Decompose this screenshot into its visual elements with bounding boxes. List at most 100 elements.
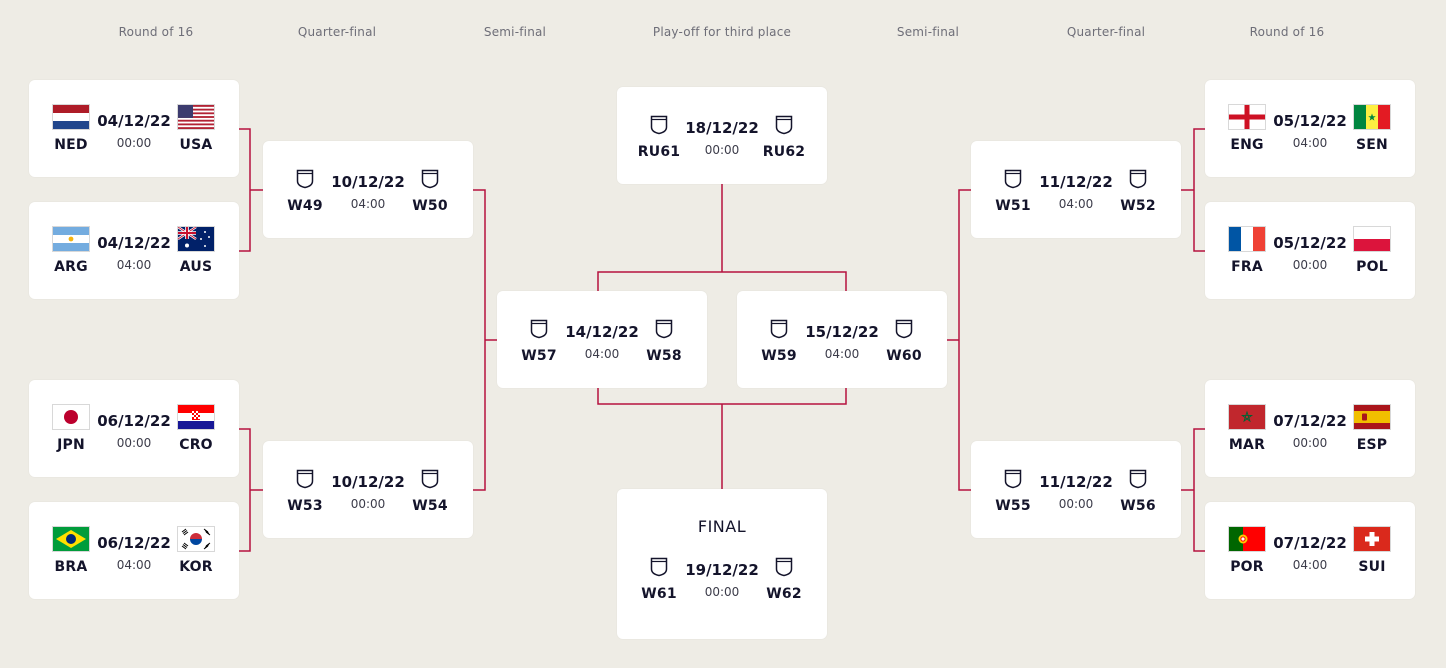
team-code: ARG xyxy=(54,259,88,275)
match-time: 04:00 xyxy=(584,347,620,361)
morocco-flag-icon xyxy=(1229,405,1265,429)
team-code: W52 xyxy=(1120,198,1156,214)
away-team: W60 xyxy=(864,291,944,388)
team-code: W62 xyxy=(766,586,802,602)
home-team: W53 xyxy=(265,441,345,538)
match-card-eng-sen[interactable]: ENG 05/12/22 04:00 SEN xyxy=(1205,80,1415,177)
match-date: 04/12/22 xyxy=(97,112,171,130)
match-card-mar-esp[interactable]: MAR 07/12/22 00:00 ESP xyxy=(1205,380,1415,477)
shield-icon xyxy=(421,469,439,489)
shield-icon xyxy=(775,115,793,135)
team-code: W53 xyxy=(287,498,323,514)
japan-flag-icon xyxy=(53,405,89,429)
brazil-flag-icon xyxy=(53,527,89,551)
away-team: USA xyxy=(156,80,236,177)
match-card-sf-1[interactable]: W57 14/12/22 04:00 W58 xyxy=(497,291,707,388)
home-team: W55 xyxy=(973,441,1053,538)
bracket-line-final xyxy=(597,388,847,489)
home-team: NED xyxy=(31,80,111,177)
away-team: SUI xyxy=(1332,502,1412,599)
bracket-line-left-r16-bottom xyxy=(239,428,263,552)
netherlands-flag-icon xyxy=(53,105,89,129)
bracket-line-right-qf xyxy=(947,189,971,491)
round-label-r16-left: Round of 16 xyxy=(118,25,194,39)
match-card-ned-usa[interactable]: NED 04/12/22 00:00 USA xyxy=(29,80,239,177)
match-card-qf-1[interactable]: W49 10/12/22 04:00 W50 xyxy=(263,141,473,238)
match-card-qf-2[interactable]: W53 10/12/22 00:00 W54 xyxy=(263,441,473,538)
match-date: 14/12/22 xyxy=(565,323,639,341)
bracket-line-left-r16-top xyxy=(239,128,263,252)
match-date: 10/12/22 xyxy=(331,473,405,491)
match-info: 05/12/22 04:00 xyxy=(1255,110,1365,150)
argentina-flag-icon xyxy=(53,227,89,251)
match-info: 06/12/22 00:00 xyxy=(79,410,189,450)
usa-flag-icon xyxy=(178,105,214,129)
shield-icon xyxy=(650,557,668,577)
team-code: BRA xyxy=(54,559,88,575)
match-time: 04:00 xyxy=(1292,136,1328,150)
team-code: RU61 xyxy=(637,144,681,160)
match-card-third-place[interactable]: RU61 18/12/22 00:00 RU62 xyxy=(617,87,827,184)
korea-flag-icon xyxy=(178,527,214,551)
team-code: POR xyxy=(1230,559,1264,575)
croatia-flag-icon xyxy=(178,405,214,429)
home-team: POR xyxy=(1207,502,1287,599)
match-card-final[interactable]: FINAL W61 19/12/22 00:00 W62 xyxy=(617,489,827,639)
match-card-arg-aus[interactable]: ARG 04/12/22 04:00 AUS xyxy=(29,202,239,299)
away-team: CRO xyxy=(156,380,236,477)
round-label-third-place: Play-off for third place xyxy=(652,25,792,39)
france-flag-icon xyxy=(1229,227,1265,251)
shield-icon xyxy=(296,169,314,189)
team-code: AUS xyxy=(179,259,213,275)
team-code: W60 xyxy=(886,348,922,364)
home-team: MAR xyxy=(1207,380,1287,477)
shield-icon xyxy=(1004,169,1022,189)
round-label-sf-left: Semi-final xyxy=(483,25,547,39)
team-code: W58 xyxy=(646,348,682,364)
match-date: 04/12/22 xyxy=(97,234,171,252)
team-code: POL xyxy=(1356,259,1388,275)
poland-flag-icon xyxy=(1354,227,1390,251)
portugal-flag-icon xyxy=(1229,527,1265,551)
match-card-sf-2[interactable]: W59 15/12/22 04:00 W60 xyxy=(737,291,947,388)
home-team: W51 xyxy=(973,141,1053,238)
match-time: 00:00 xyxy=(116,436,152,450)
bracket-line-right-r16-bottom xyxy=(1181,428,1205,552)
team-code: W55 xyxy=(995,498,1031,514)
match-date: 06/12/22 xyxy=(97,534,171,552)
match-time: 00:00 xyxy=(1292,436,1328,450)
shield-icon xyxy=(1129,169,1147,189)
match-time: 00:00 xyxy=(704,143,740,157)
match-info: 11/12/22 00:00 xyxy=(1021,471,1131,511)
bracket-line-left-qf xyxy=(473,189,497,491)
match-card-qf-4[interactable]: W55 11/12/22 00:00 W56 xyxy=(971,441,1181,538)
match-card-bra-kor[interactable]: BRA 06/12/22 04:00 KOR xyxy=(29,502,239,599)
match-card-fra-pol[interactable]: FRA 05/12/22 00:00 POL xyxy=(1205,202,1415,299)
match-date: 15/12/22 xyxy=(805,323,879,341)
match-time: 00:00 xyxy=(704,585,740,599)
match-info: 10/12/22 00:00 xyxy=(313,471,423,511)
england-flag-icon xyxy=(1229,105,1265,129)
home-team: W57 xyxy=(499,291,579,388)
team-code: W59 xyxy=(761,348,797,364)
away-team: W56 xyxy=(1098,441,1178,538)
team-code: ENG xyxy=(1230,137,1264,153)
match-card-por-sui[interactable]: POR 07/12/22 04:00 SUI xyxy=(1205,502,1415,599)
match-card-qf-3[interactable]: W51 11/12/22 04:00 W52 xyxy=(971,141,1181,238)
home-team: W49 xyxy=(265,141,345,238)
home-team: W61 xyxy=(619,529,699,626)
round-label-qf-left: Quarter-final xyxy=(297,25,377,39)
switzerland-flag-icon xyxy=(1354,527,1390,551)
match-date: 18/12/22 xyxy=(685,119,759,137)
away-team: RU62 xyxy=(744,87,824,184)
team-code: NED xyxy=(54,137,88,153)
match-time: 04:00 xyxy=(350,197,386,211)
away-team: ESP xyxy=(1332,380,1412,477)
away-team: SEN xyxy=(1332,80,1412,177)
match-date: 11/12/22 xyxy=(1039,473,1113,491)
shield-icon xyxy=(421,169,439,189)
match-card-jpn-cro[interactable]: JPN 06/12/22 00:00 CRO xyxy=(29,380,239,477)
match-date: 07/12/22 xyxy=(1273,412,1347,430)
match-info: 06/12/22 04:00 xyxy=(79,532,189,572)
match-date: 07/12/22 xyxy=(1273,534,1347,552)
